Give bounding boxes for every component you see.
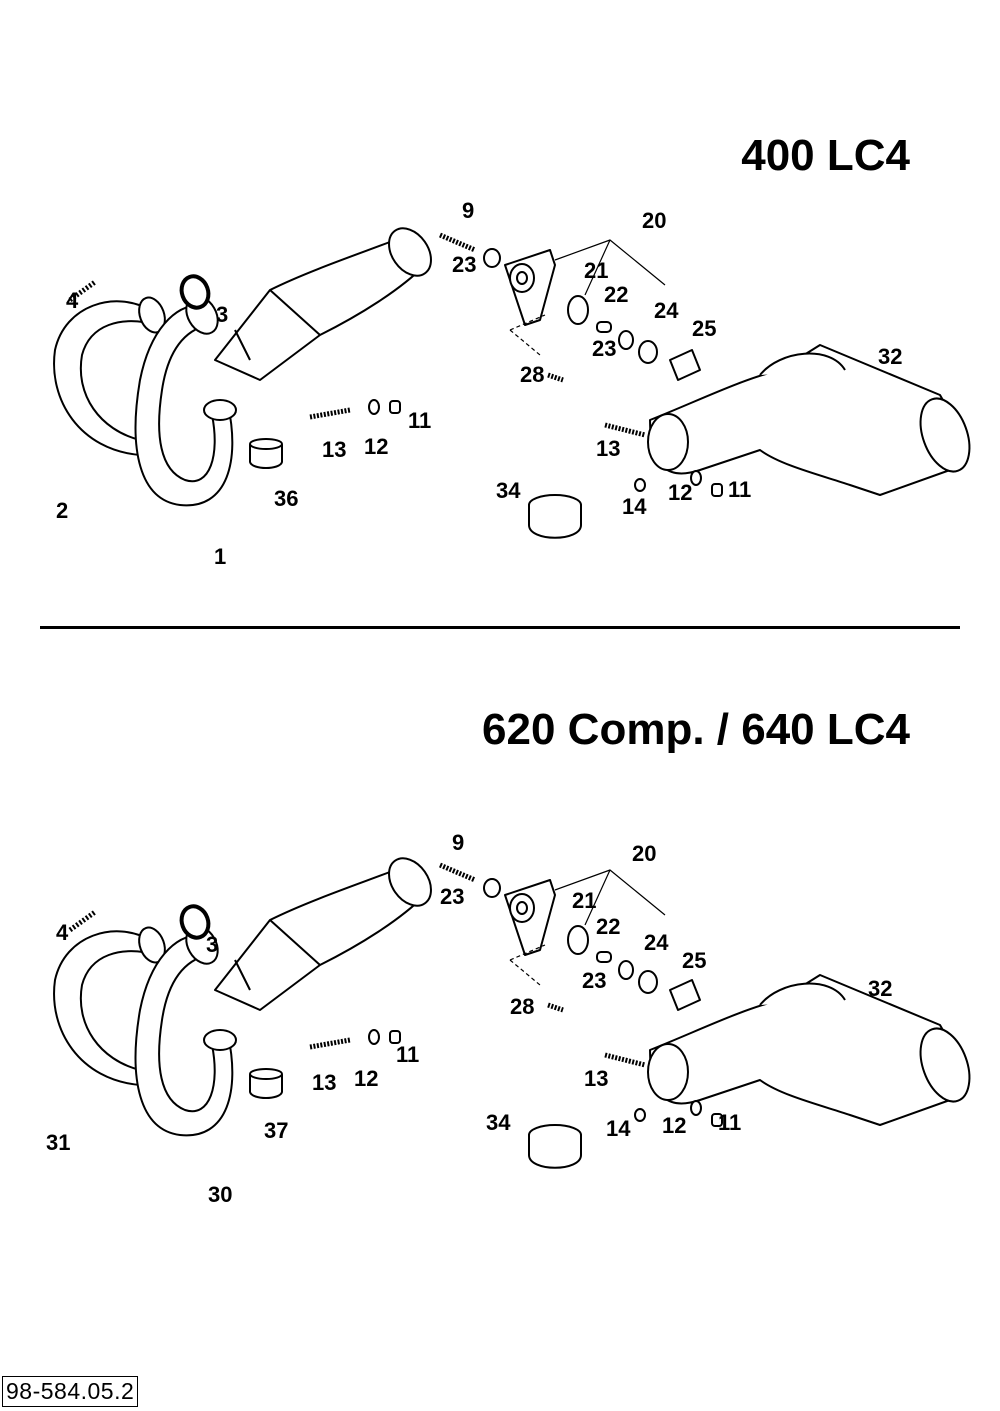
callout: 4 xyxy=(66,288,79,313)
callout: 14 xyxy=(606,1116,631,1141)
callout: 20 xyxy=(642,208,666,233)
callout: 2 xyxy=(56,498,68,523)
callout: 20 xyxy=(632,841,656,866)
callout: 12 xyxy=(662,1113,686,1138)
callout: 9 xyxy=(462,198,474,223)
callout: 34 xyxy=(496,478,521,503)
callout: 30 xyxy=(208,1182,232,1207)
callout: 21 xyxy=(572,888,596,913)
callout: 34 xyxy=(486,1110,511,1135)
callout: 13 xyxy=(584,1066,608,1091)
callout: 31 xyxy=(46,1130,70,1155)
callout: 22 xyxy=(604,282,628,307)
callout: 32 xyxy=(878,344,902,369)
callouts-bottom: 9 20 23 21 22 4 3 24 25 23 32 28 11 13 1… xyxy=(46,830,892,1207)
callout: 1 xyxy=(214,544,226,569)
callout: 12 xyxy=(668,480,692,505)
callout: 9 xyxy=(452,830,464,855)
callout: 23 xyxy=(582,968,606,993)
callout: 28 xyxy=(510,994,534,1019)
callout: 4 xyxy=(56,920,69,945)
callout: 24 xyxy=(654,298,679,323)
callout: 36 xyxy=(274,486,298,511)
callouts-top: 9 20 23 21 22 4 3 24 25 23 32 28 13 12 1… xyxy=(56,198,902,569)
callout: 32 xyxy=(868,976,892,1001)
callout: 25 xyxy=(692,316,716,341)
callout: 23 xyxy=(452,252,476,277)
callout: 14 xyxy=(622,494,647,519)
callout: 11 xyxy=(396,1042,419,1067)
callout: 11 xyxy=(718,1110,741,1135)
model-title-620-640-lc4: 620 Comp. / 640 LC4 xyxy=(482,705,910,754)
callout: 23 xyxy=(440,884,464,909)
document-number: 98-584.05.2 xyxy=(2,1376,139,1407)
callout: 25 xyxy=(682,948,706,973)
callout: 13 xyxy=(312,1070,336,1095)
section-divider xyxy=(40,626,960,629)
callout: 23 xyxy=(592,336,616,361)
callout: 12 xyxy=(364,434,388,459)
callout: 37 xyxy=(264,1118,288,1143)
callout: 12 xyxy=(354,1066,378,1091)
model-title-400-lc4: 400 LC4 xyxy=(741,131,910,180)
callout: 3 xyxy=(206,932,218,957)
callout: 28 xyxy=(520,362,544,387)
callout: 24 xyxy=(644,930,669,955)
callout: 11 xyxy=(408,408,431,433)
callout: 21 xyxy=(584,258,608,283)
callout: 3 xyxy=(216,302,228,327)
callout: 13 xyxy=(596,436,620,461)
callout: 13 xyxy=(322,437,346,462)
callout: 22 xyxy=(596,914,620,939)
callout: 11 xyxy=(728,477,751,502)
